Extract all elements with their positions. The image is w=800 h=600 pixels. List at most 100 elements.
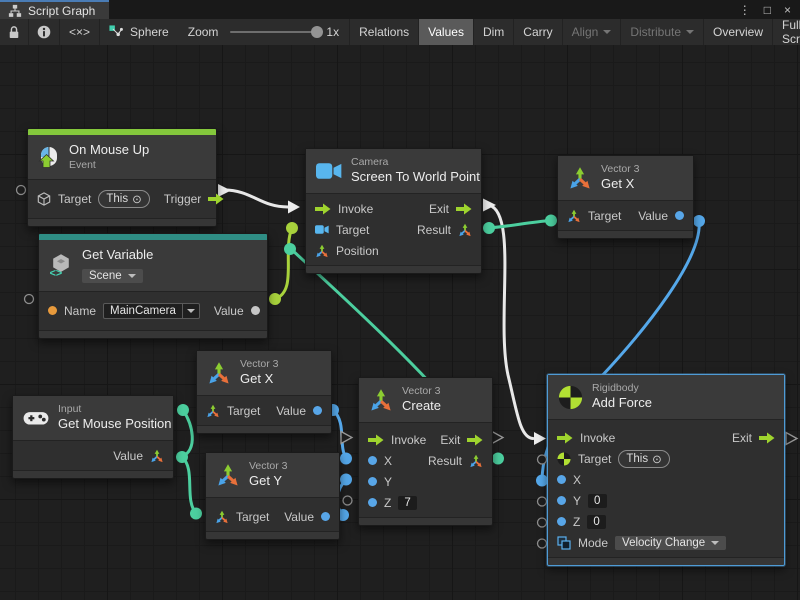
this-object-picker[interactable]: This ⊙	[618, 449, 670, 468]
toolbar-right-group: Relations Values Dim Carry Align Distrib…	[349, 18, 800, 46]
vector3-icon	[369, 388, 393, 412]
full-screen-button[interactable]: Full Screen	[772, 18, 800, 46]
variable-stripe	[39, 234, 267, 240]
vector3-icon	[206, 404, 220, 418]
y-value-field[interactable]: 0	[588, 493, 608, 508]
vector3-icon	[150, 449, 164, 463]
trigger-label: Trigger	[163, 192, 202, 207]
rigidbody-icon	[558, 385, 583, 410]
lock-icon	[8, 25, 20, 39]
port-row-y: Y 0	[548, 490, 784, 511]
window-menu-icon[interactable]: ⋮	[738, 2, 751, 17]
node-get-variable[interactable]: Get Variable Scene Name MainCamera Val	[38, 233, 268, 339]
variable-name-dropdown[interactable]: MainCamera	[103, 302, 200, 319]
node-title: Get Variable	[82, 247, 154, 262]
port-row-x-result: X Result	[359, 450, 492, 471]
chevron-down-icon	[711, 540, 720, 545]
tab-title: Script Graph	[28, 3, 96, 18]
node-get-mouse-position[interactable]: Input Get Mouse Position Value	[12, 395, 174, 480]
node-on-mouse-up[interactable]: On Mouse Up Event Target This ⊙ Trigger	[27, 128, 217, 228]
graph-asset[interactable]: Sphere	[100, 19, 178, 45]
zoom-label: Zoom	[187, 25, 219, 39]
chevron-down-icon	[603, 30, 612, 34]
maximize-icon[interactable]: □	[763, 2, 771, 17]
port-row-invoke-exit: Invoke Exit	[548, 427, 784, 448]
zoom-slider-handle[interactable]	[311, 26, 324, 38]
target-label: Target	[58, 192, 92, 207]
script-graph-icon	[8, 4, 22, 18]
float-port-dot	[557, 496, 566, 506]
vector3-icon	[458, 223, 472, 237]
green-arrow-icon	[557, 432, 573, 444]
green-arrow-icon	[467, 434, 483, 446]
node-footer	[548, 557, 784, 566]
float-port-dot	[313, 406, 322, 416]
port-row-invoke-exit: Invoke Exit	[306, 198, 481, 219]
float-port-dot	[675, 211, 684, 221]
enum-icon	[557, 536, 571, 550]
node-vector3-get-x-mid[interactable]: Vector 3 Get X Target Value	[196, 350, 332, 435]
node-screen-to-world-point[interactable]: Camera Screen To World Point Invoke Exit…	[305, 148, 482, 275]
distribute-button[interactable]: Distribute	[620, 19, 703, 45]
node-title: On Mouse Up	[69, 142, 150, 157]
chevron-down-icon	[127, 273, 136, 278]
port-row-target: Target This ⊙	[548, 448, 784, 469]
lock-button[interactable]	[0, 19, 29, 45]
zoom-value: 1x	[326, 25, 340, 39]
node-subtitle: Event	[69, 158, 96, 171]
dim-button[interactable]: Dim	[472, 19, 513, 45]
z-value-field[interactable]: 0	[587, 514, 607, 529]
node-vector3-create[interactable]: Vector 3 Create Invoke Exit X Result	[358, 377, 493, 527]
relations-button[interactable]: Relations	[349, 19, 418, 45]
tab-script-graph[interactable]: Script Graph	[0, 0, 110, 19]
values-button[interactable]: Values	[418, 19, 473, 45]
vector3-icon	[315, 244, 329, 258]
node-vector3-get-y[interactable]: Vector 3 Get Y Target Value	[205, 452, 340, 541]
float-port-dot	[368, 456, 377, 466]
port-row-target-value: Target Value	[558, 205, 693, 226]
float-port-dot	[368, 498, 377, 508]
variable-scope-dropdown[interactable]: Scene	[82, 268, 143, 283]
node-footer	[206, 531, 339, 540]
info-button[interactable]	[29, 19, 60, 45]
name-label: Name	[64, 303, 97, 318]
green-arrow-icon	[456, 203, 472, 215]
vector3-icon	[568, 166, 592, 190]
carry-button[interactable]: Carry	[513, 19, 561, 45]
graph-asset-name: Sphere	[130, 25, 169, 39]
node-footer	[197, 425, 331, 434]
z-value-field[interactable]: 7	[398, 495, 418, 510]
target-picker-icon: ⊙	[132, 194, 142, 207]
node-footer	[13, 470, 173, 479]
chevron-down-icon	[186, 308, 195, 313]
align-button[interactable]: Align	[561, 19, 621, 45]
graph-asset-icon	[109, 25, 123, 39]
zoom-control: Zoom 1x	[178, 19, 349, 45]
event-stripe	[28, 129, 216, 135]
node-footer	[558, 230, 693, 239]
overview-button[interactable]: Overview	[703, 19, 772, 45]
green-arrow-icon	[208, 193, 224, 205]
node-vector3-get-x-top[interactable]: Vector 3 Get X Target Value	[557, 155, 694, 240]
info-icon	[37, 25, 51, 39]
value-label: Value	[213, 303, 244, 318]
zoom-slider-track[interactable]	[230, 26, 324, 38]
gamepad-icon	[23, 409, 49, 427]
port-row-value: Value	[13, 445, 173, 466]
node-add-force[interactable]: Rigidbody Add Force Invoke Exit Target T…	[547, 374, 785, 567]
mode-dropdown[interactable]: Velocity Change	[615, 535, 727, 550]
code-preview-button[interactable]: <×>	[60, 19, 101, 45]
port-row-position: Position	[306, 240, 481, 261]
port-row-target-value: Target Value	[206, 506, 339, 527]
close-icon[interactable]: ×	[783, 2, 791, 17]
vector3-icon	[469, 454, 483, 468]
vector3-icon	[567, 209, 581, 223]
target-picker-icon: ⊙	[652, 453, 662, 466]
this-object-picker[interactable]: This ⊙	[98, 190, 150, 209]
node-footer	[359, 517, 492, 526]
tab-bar: Script Graph ⋮ □ ×	[0, 0, 800, 19]
camera-icon	[316, 161, 342, 181]
chevron-down-icon	[686, 30, 694, 34]
mouse-up-icon	[38, 145, 60, 169]
green-arrow-icon	[759, 432, 775, 444]
